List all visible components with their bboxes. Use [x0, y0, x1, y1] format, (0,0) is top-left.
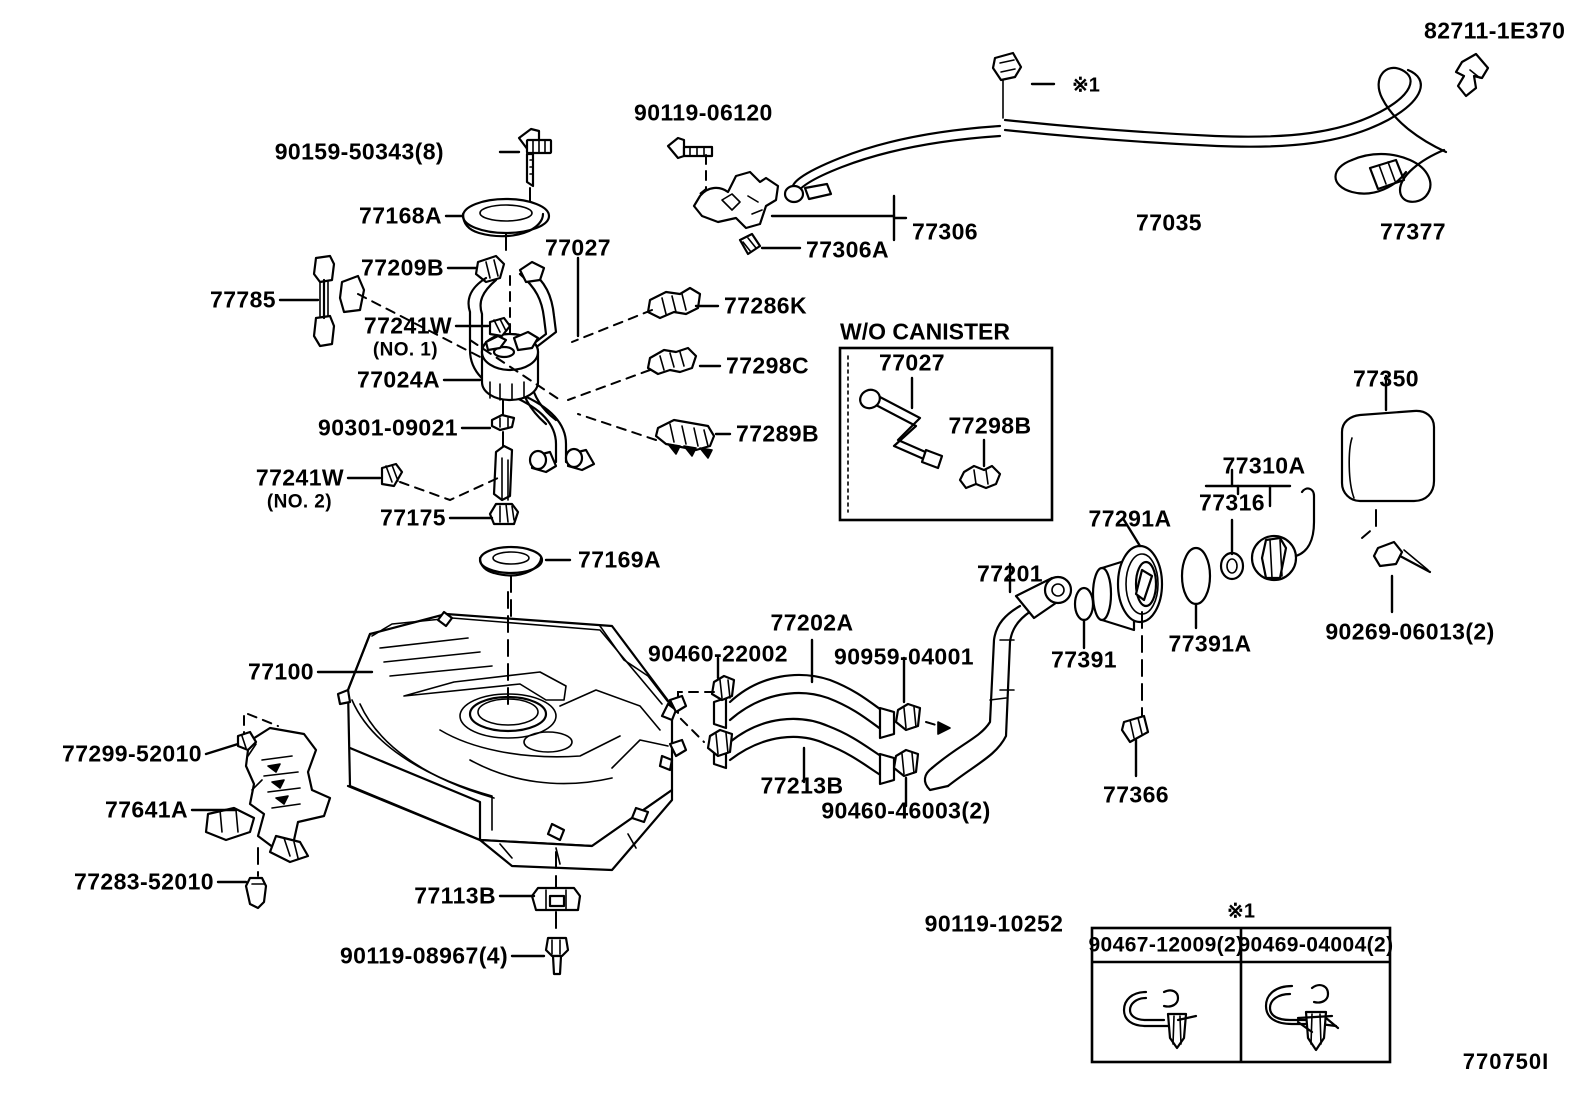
label-cap-77310a: 77310A — [1222, 452, 1306, 479]
label-pump-bracket: 77209B — [361, 254, 444, 281]
art-fuel-tank-77100 — [316, 591, 678, 891]
label-clamp-no1: 77241W — [363, 312, 452, 339]
label-gasket-77391a: 77391A — [1168, 630, 1252, 657]
label-clamp-90959-04001: 90959-04001 — [834, 643, 974, 670]
label-bolt-90119-08967: 90119-08967(4) — [339, 942, 508, 969]
art-filler-pipe-77201 — [923, 562, 1073, 792]
art-wo-canister-box — [838, 346, 1054, 522]
clip-table-cell-right: 90469-04004(2) — [1238, 933, 1394, 957]
label-clamp-no2: 77241W — [255, 464, 344, 491]
art-hoses — [668, 638, 951, 808]
label-connector-77286k: 77286K — [724, 292, 807, 319]
label-cushion-77283: 77283-52010 — [74, 868, 214, 895]
art-filler-neck-stack — [1073, 468, 1316, 778]
label-clamp-90460-46003: 90460-46003(2) — [821, 797, 991, 824]
art-hose-77035 — [783, 51, 1490, 204]
art-protector-77641a — [190, 713, 332, 910]
art-clip-table — [1090, 926, 1392, 1064]
label-wo-canister-77298b: 77298B — [948, 412, 1032, 439]
label-bolt-90119-10252: 90119-10252 — [924, 910, 1064, 937]
label-lever-assy: 77306 — [912, 218, 978, 245]
label-fuel-tank: 77100 — [248, 658, 314, 685]
label-cushion-77113b: 77113B — [414, 882, 496, 909]
label-fuel-pump-assy: 77024A — [357, 366, 440, 393]
label-pump-filter: 77175 — [380, 504, 446, 531]
art-upper-pump-parts — [444, 127, 553, 257]
label-bolt-90119-06120: 90119-06120 — [634, 99, 773, 126]
label-clamp-no2-sub: (NO. 2) — [266, 491, 332, 513]
reference-marker-hose: ※1 — [1072, 74, 1100, 97]
label-pump-gasket-upper: 77168A — [359, 202, 442, 229]
art-tube-77027 — [446, 254, 596, 474]
label-bolt-tank-band: 90159-50343(8) — [274, 138, 444, 165]
art-lever-77306 — [666, 136, 908, 256]
clip-table-cell-left: 90467-12009(2) — [1088, 933, 1244, 957]
label-bracket-77299: 77299-52010 — [62, 740, 202, 767]
art-fuel-pump-77024a — [442, 316, 561, 451]
label-hose-77202a: 77202A — [770, 609, 854, 636]
label-screw-90269: 90269-06013(2) — [1325, 618, 1495, 645]
label-gasket-77391: 77391 — [1051, 646, 1117, 673]
label-clip-77366: 77366 — [1103, 781, 1169, 808]
label-hose-77213b: 77213B — [760, 772, 844, 799]
art-cushion-77113b — [498, 886, 582, 976]
diagram-id-code: 770750I — [1462, 1048, 1550, 1074]
label-connector-77289b: 77289B — [736, 420, 819, 447]
label-wo-canister-77027: 77027 — [879, 349, 945, 376]
clip-table-marker: ※1 — [1227, 900, 1255, 923]
label-filler-neck-77291a: 77291A — [1088, 505, 1172, 532]
label-clip-77377: 77377 — [1380, 218, 1446, 245]
art-fuel-lid-77350 — [1340, 374, 1436, 614]
label-grommet-82711: 82711-1E370 — [1424, 17, 1566, 44]
label-tube-clamp-77785: 77785 — [210, 286, 276, 313]
label-gasket-77316: 77316 — [1199, 489, 1265, 516]
art-pump-filter — [346, 444, 572, 619]
label-filler-pipe: 77201 — [977, 560, 1043, 587]
label-clamp-no1-sub: (NO. 1) — [372, 339, 438, 361]
label-clamp-90460-22002: 90460-22002 — [648, 640, 788, 667]
label-connector-77298c: 77298C — [726, 352, 809, 379]
label-protector-77641a: 77641A — [105, 796, 188, 823]
label-pump-gasket-lower: 77169A — [578, 546, 661, 573]
art-connectors — [567, 286, 732, 459]
label-lever-sub-assy: 77306A — [806, 236, 889, 263]
label-hose-77027: 77027 — [545, 234, 611, 261]
art-clamp-77785 — [278, 254, 487, 361]
label-fuel-lid: 77350 — [1353, 365, 1419, 392]
label-nut-90301: 90301-09021 — [318, 414, 458, 441]
label-cable-77035: 77035 — [1136, 209, 1202, 236]
wo-canister-title: W/O CANISTER — [840, 318, 1010, 345]
